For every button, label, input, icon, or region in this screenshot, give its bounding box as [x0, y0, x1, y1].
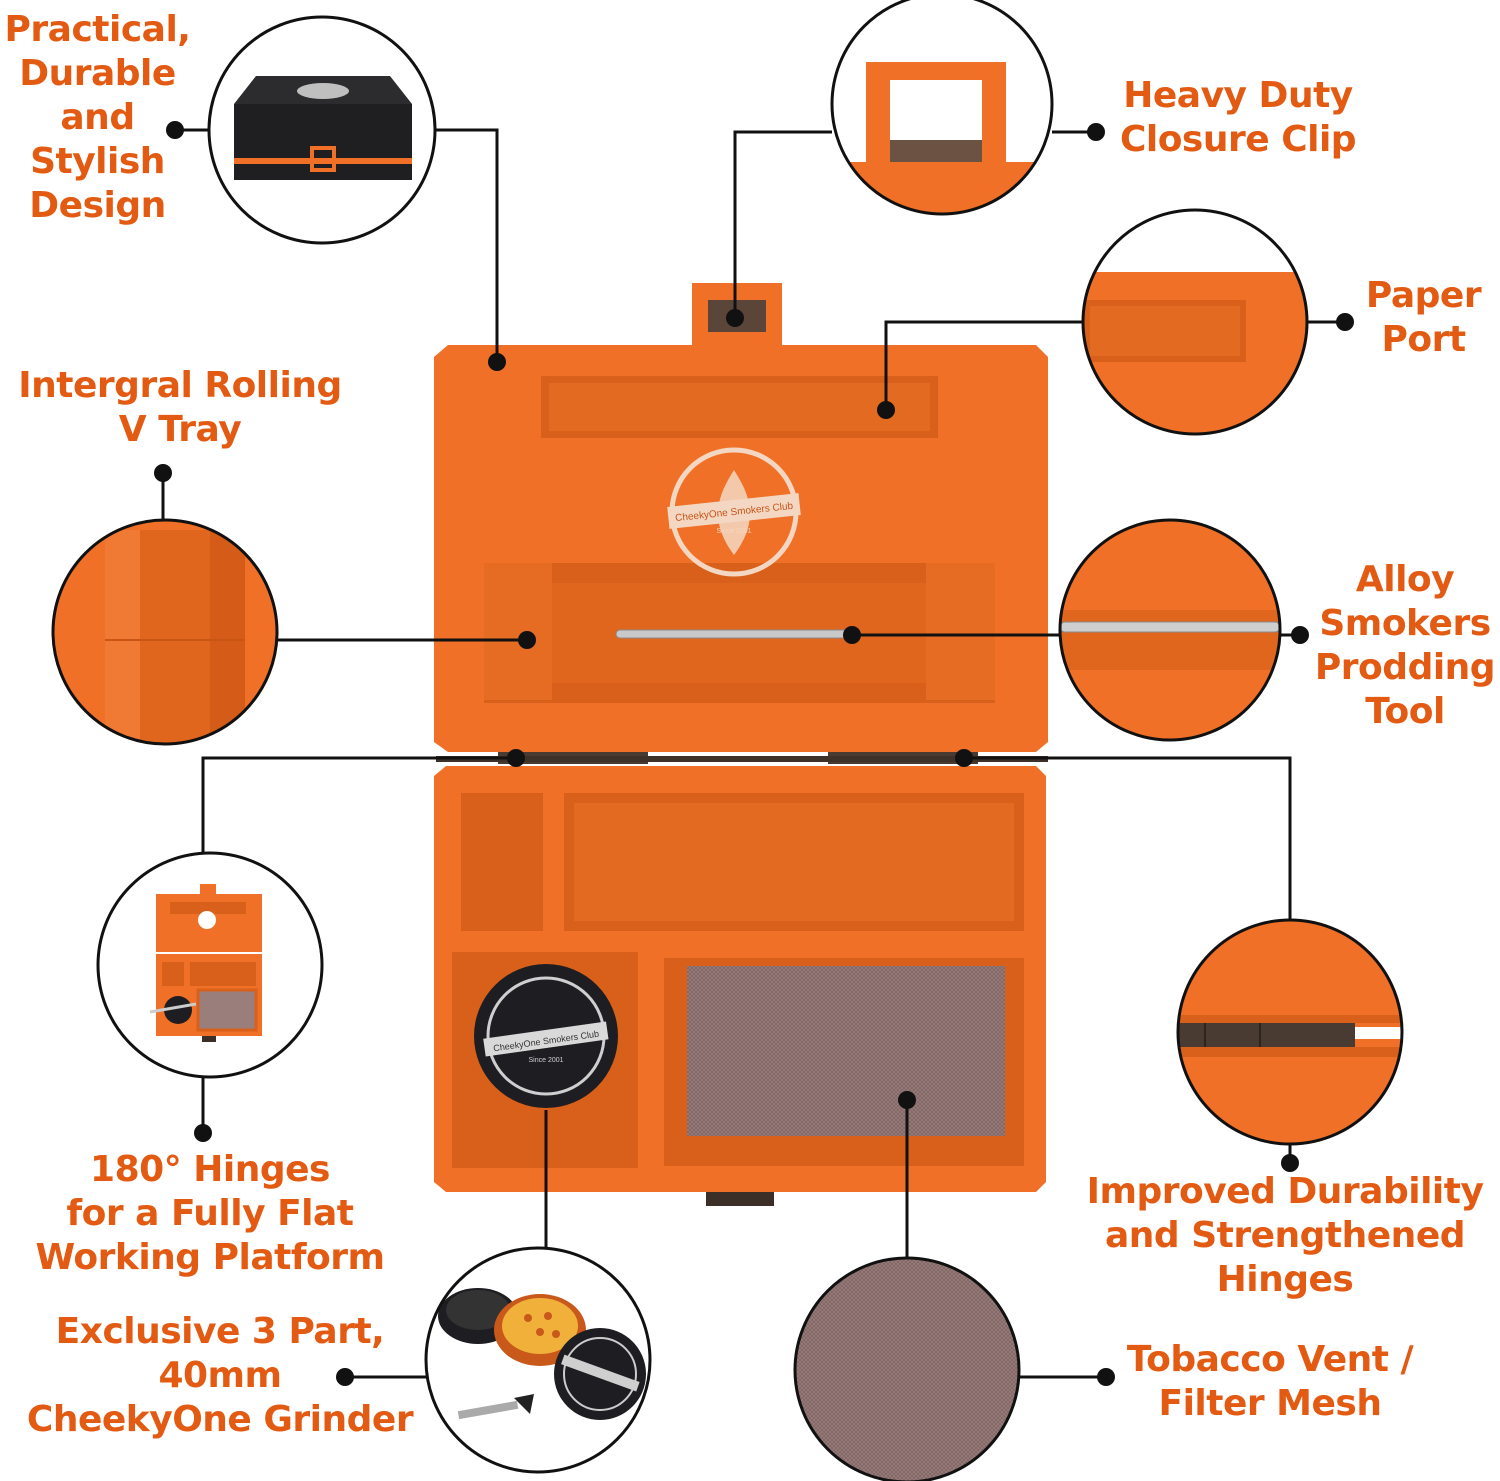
label-mesh-line: Tobacco Vent /: [1126, 1339, 1414, 1380]
label-grinder-line: CheekyOne Grinder: [26, 1399, 414, 1440]
line-paper: [884, 320, 1083, 410]
line-clip: [733, 130, 832, 318]
label-design-line: and: [60, 97, 135, 138]
box-base: CheekyOne Smokers Club Since 2001: [434, 766, 1046, 1192]
label-tool-line: Prodding: [1314, 647, 1496, 688]
label-clip: Heavy Duty Closure Clip: [1108, 74, 1368, 162]
label-mesh: Tobacco Vent / Filter Mesh: [1110, 1338, 1430, 1426]
label-hinges-strong-line: Hinges: [1216, 1259, 1354, 1300]
grinder-parts-icon: [424, 1246, 652, 1474]
clip-closeup-icon: [830, 0, 1054, 216]
label-grinder-line: 40mm: [158, 1355, 282, 1396]
label-design-line: Stylish: [30, 141, 165, 182]
v-tray-closeup-icon: [51, 518, 279, 746]
open-box-thumbnail-icon: [96, 851, 324, 1079]
mesh-closeup-icon: [793, 1256, 1021, 1481]
lid-logo: CheekyOne Smokers Club Since 2001: [667, 447, 801, 577]
lid-logo-since: Since 2001: [716, 528, 751, 535]
line-design-box: [435, 128, 499, 362]
grinder-logo-since: Since 2001: [528, 1057, 563, 1064]
label-hinges-flat: 180° Hinges for a Fully Flat Working Pla…: [20, 1148, 400, 1280]
main-product-box: CheekyOne Smokers Club Since 2001: [434, 283, 1048, 1206]
label-design-line: Design: [29, 185, 166, 226]
hinge-closeup-icon: [1176, 918, 1404, 1146]
label-v-tray-line: V Tray: [118, 409, 242, 450]
label-v-tray: Intergral Rolling V Tray: [10, 364, 350, 452]
line-hinge-right: [964, 756, 1292, 920]
grinder-in-box: CheekyOne Smokers Club Since 2001: [474, 964, 618, 1108]
box-lid: CheekyOne Smokers Club Since 2001: [434, 345, 1048, 752]
line-hinge-left: [201, 756, 516, 853]
label-paper-port: Paper Port: [1356, 274, 1491, 362]
label-tool-line: Alloy: [1355, 559, 1455, 600]
label-tool-line: Tool: [1365, 691, 1445, 732]
closed-box-icon: [207, 15, 437, 245]
label-clip-line: Heavy Duty: [1123, 75, 1353, 116]
label-paper-port-line: Paper: [1365, 275, 1482, 316]
label-hinges-strong-line: Improved Durability: [1086, 1171, 1484, 1212]
connector-dots: [154, 121, 1354, 1386]
prodding-tool: [615, 629, 853, 639]
label-v-tray-line: Intergral Rolling: [18, 365, 342, 406]
label-design-line: Durable: [19, 53, 176, 94]
label-paper-port-line: Port: [1381, 319, 1466, 360]
label-grinder-line: Exclusive 3 Part,: [55, 1311, 385, 1352]
label-clip-line: Closure Clip: [1119, 119, 1357, 160]
label-hinges-flat-line: Working Platform: [35, 1237, 385, 1278]
label-design: Practical, Durable and Stylish Design: [0, 8, 195, 228]
hinge-strip: [436, 752, 1048, 764]
label-tool: Alloy Smokers Prodding Tool: [1310, 558, 1500, 734]
label-mesh-line: Filter Mesh: [1158, 1383, 1382, 1424]
paper-port-closeup-icon: [1081, 208, 1309, 436]
label-design-line: Practical,: [4, 9, 191, 50]
prodding-tool-closeup-icon: [1058, 518, 1282, 742]
label-hinges-strong-line: and Strengthened: [1105, 1215, 1466, 1256]
label-grinder: Exclusive 3 Part, 40mm CheekyOne Grinder: [20, 1310, 420, 1442]
label-hinges-flat-line: for a Fully Flat: [66, 1193, 354, 1234]
label-tool-line: Smokers: [1319, 603, 1491, 644]
label-hinges-flat-line: 180° Hinges: [90, 1149, 330, 1190]
label-hinges-strong: Improved Durability and Strengthened Hin…: [1075, 1170, 1495, 1302]
